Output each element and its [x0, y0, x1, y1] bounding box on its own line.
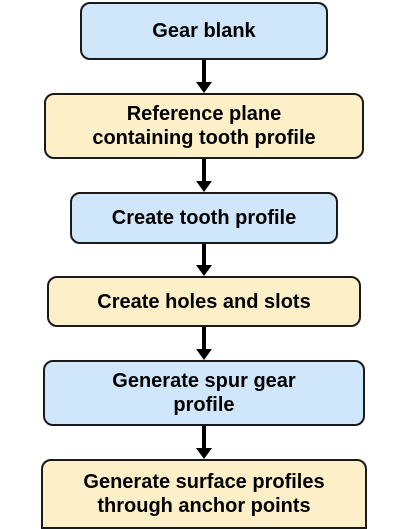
arrow-2: [196, 159, 212, 192]
step-create-holes-and-slots: Create holes and slots: [47, 276, 361, 327]
arrow-4: [196, 327, 212, 360]
arrow-1: [196, 60, 212, 93]
arrow-5: [196, 426, 212, 459]
step-reference-plane: Reference plane containing tooth profile: [44, 93, 364, 159]
step-generate-surface-profiles: Generate surface profiles through anchor…: [41, 459, 367, 529]
step-generate-spur-gear-profile: Generate spur gear profile: [43, 360, 365, 426]
step-gear-blank: Gear blank: [80, 2, 328, 60]
arrow-3: [196, 244, 212, 276]
step-create-tooth-profile: Create tooth profile: [70, 192, 338, 244]
